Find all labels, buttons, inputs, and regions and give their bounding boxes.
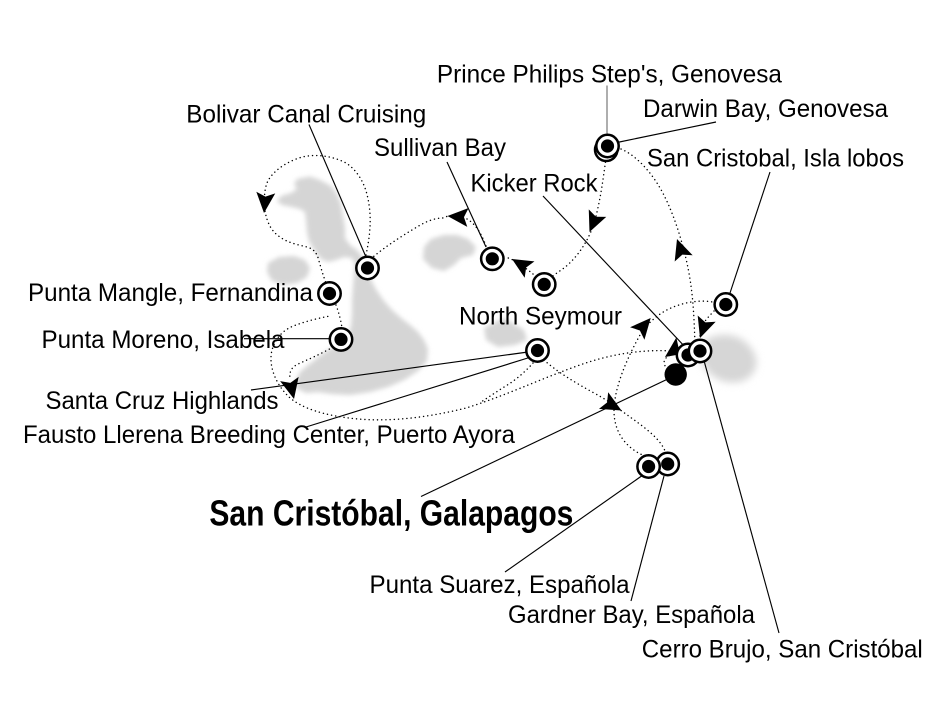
svg-text:Kicker Rock: Kicker Rock bbox=[471, 170, 598, 198]
svg-text:North Seymour: North Seymour bbox=[459, 303, 622, 331]
svg-text:Prince Philips Step's, Genoves: Prince Philips Step's, Genovesa bbox=[437, 61, 782, 89]
svg-text:Darwin Bay, Genovesa: Darwin Bay, Genovesa bbox=[643, 95, 888, 123]
svg-text:San Cristobal, Isla lobos: San Cristobal, Isla lobos bbox=[647, 145, 904, 173]
svg-text:Punta Mangle, Fernandina: Punta Mangle, Fernandina bbox=[28, 279, 313, 307]
svg-text:Sullivan Bay: Sullivan Bay bbox=[374, 134, 506, 162]
svg-text:Fausto Llerena Breeding Center: Fausto Llerena Breeding Center, Puerto A… bbox=[23, 421, 515, 449]
svg-text:San Cristóbal, Galapagos: San Cristóbal, Galapagos bbox=[209, 493, 573, 534]
svg-text:Gardner Bay, Española: Gardner Bay, Española bbox=[508, 601, 755, 629]
svg-text:Cerro Brujo, San Cristóbal: Cerro Brujo, San Cristóbal bbox=[642, 636, 923, 664]
svg-text:Punta Moreno, Isabela: Punta Moreno, Isabela bbox=[42, 326, 285, 354]
svg-text:Santa Cruz Highlands: Santa Cruz Highlands bbox=[46, 387, 279, 415]
svg-text:Bolivar Canal Cruising: Bolivar Canal Cruising bbox=[186, 101, 426, 129]
svg-text:Punta Suarez, Española: Punta Suarez, Española bbox=[370, 571, 630, 599]
